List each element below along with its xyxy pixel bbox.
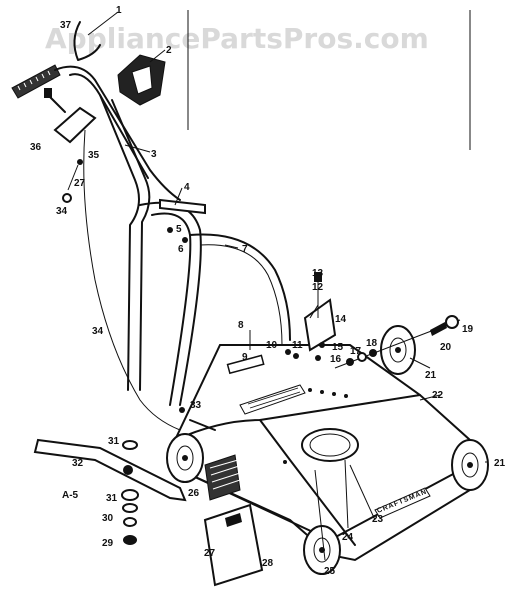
chute-flap-28 (203, 503, 264, 587)
callout-33: 33 (190, 400, 202, 411)
height-bracket (303, 272, 337, 361)
fastener-27 (67, 159, 83, 191)
callout-17: 17 (350, 346, 362, 357)
handle-grip (11, 64, 61, 99)
handle-bracket (159, 198, 206, 243)
callout-11: 11 (292, 340, 303, 351)
callout-29: 29 (102, 538, 114, 549)
control-housing (117, 54, 166, 106)
callout-28: 28 (262, 558, 274, 569)
cable-7 (189, 233, 291, 341)
callout-5: 5 (176, 224, 182, 235)
axle-hardware (334, 315, 461, 369)
callout-18: 18 (366, 338, 378, 349)
wheel-front-left (166, 433, 204, 483)
callout-31: 31 (108, 436, 120, 447)
callout-30: 30 (102, 513, 114, 524)
callout-25: 25 (324, 566, 336, 577)
fasteners-8-11 (226, 330, 299, 375)
callout-8: 8 (238, 320, 244, 331)
diagram-label: A-5 (62, 490, 79, 501)
callout-14: 14 (335, 314, 347, 325)
callout-16: 16 (330, 354, 342, 365)
fastener-34-upper (62, 193, 72, 203)
control-cable-top (73, 21, 101, 61)
callout-20: 20 (440, 342, 452, 353)
callout-10: 10 (266, 340, 278, 351)
control-cable (83, 129, 181, 431)
callout-labels: 1 2 3 4 5 6 7 8 9 10 11 12 13 14 15 16 1… (30, 5, 506, 577)
callout-26: 26 (188, 488, 200, 499)
callout-24: 24 (342, 532, 354, 543)
lower-handle-right (139, 201, 202, 406)
callout-9: 9 (242, 352, 248, 363)
callout-35: 35 (88, 150, 100, 161)
callout-27: 27 (74, 178, 86, 189)
callout-36: 36 (30, 142, 42, 153)
callout-34-b: 34 (92, 326, 104, 337)
callout-23: 23 (372, 514, 384, 525)
lower-handle-left (99, 94, 140, 391)
blade-32 (33, 438, 187, 502)
lower-handle-left-b (111, 99, 151, 391)
callout-15: 15 (332, 342, 344, 353)
control-lever (44, 88, 97, 144)
callout-37: 37 (60, 20, 72, 31)
callout-12: 12 (312, 282, 324, 293)
callout-31-b: 31 (106, 493, 118, 504)
blade-hardware (121, 440, 139, 545)
leader-lines (87, 11, 488, 561)
callout-27-b: 27 (204, 548, 216, 559)
callout-13: 13 (312, 268, 324, 279)
callout-4: 4 (184, 182, 190, 193)
callout-3: 3 (151, 149, 157, 160)
callout-7: 7 (242, 244, 248, 255)
grille-26 (204, 454, 241, 501)
callout-21-b: 21 (494, 458, 506, 469)
callout-22: 22 (432, 390, 444, 401)
callout-6: 6 (178, 244, 184, 255)
watermark-text: AppliancePartsPros.com (45, 22, 429, 55)
wheel-front-right (303, 525, 341, 575)
cable-end-33 (179, 407, 216, 431)
callout-21: 21 (425, 370, 437, 381)
wheel-rear-exploded (380, 325, 416, 375)
wheel-rear-right (451, 439, 489, 491)
cable-7-b (199, 244, 283, 346)
callout-32: 32 (72, 458, 84, 469)
callout-19: 19 (462, 324, 474, 335)
callout-2: 2 (166, 45, 172, 56)
lower-handle-right-b (151, 212, 192, 406)
callout-34: 34 (56, 206, 68, 217)
callout-1: 1 (116, 5, 122, 16)
